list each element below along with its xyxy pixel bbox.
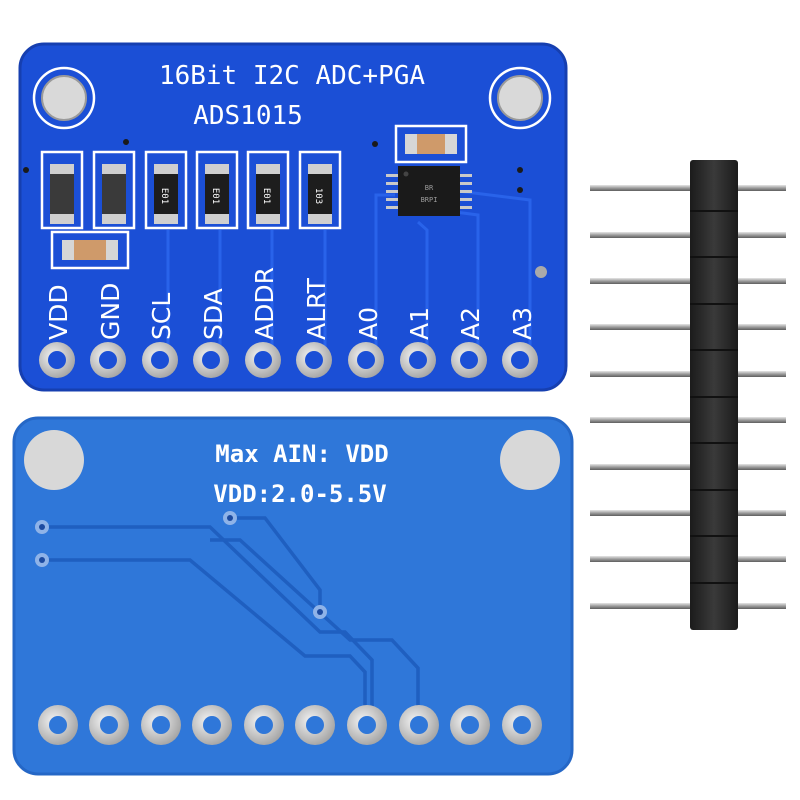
pad bbox=[89, 705, 129, 745]
pad bbox=[450, 705, 490, 745]
pad bbox=[90, 342, 126, 378]
pin-label-sda: SDA bbox=[199, 288, 228, 340]
header-pin bbox=[590, 185, 786, 191]
pin-label-gnd: GND bbox=[96, 283, 125, 340]
back-pads bbox=[38, 705, 542, 745]
resistor: E01 bbox=[144, 150, 188, 230]
header-pin bbox=[590, 464, 786, 470]
resistor: E01 bbox=[195, 150, 239, 230]
pad bbox=[296, 342, 332, 378]
pin-label-scl: SCL bbox=[147, 293, 176, 340]
pad bbox=[399, 705, 439, 745]
pad bbox=[39, 342, 75, 378]
back-pcb bbox=[14, 418, 572, 774]
front-traces bbox=[166, 188, 532, 352]
board-title: 16Bit I2C ADC+PGA bbox=[159, 61, 425, 91]
pin-label-a3: A3 bbox=[508, 307, 537, 340]
via bbox=[23, 139, 547, 278]
pin-label-a0: A0 bbox=[354, 307, 383, 340]
chip-mark: BRPI bbox=[421, 196, 438, 204]
pad bbox=[400, 342, 436, 378]
pad bbox=[192, 705, 232, 745]
pin-label-addr: ADDR bbox=[250, 267, 279, 340]
back-board: Max AIN: VDD VDD:2.0-5.5V bbox=[12, 416, 574, 776]
smd-part bbox=[40, 150, 84, 230]
part-number: ADS1015 bbox=[193, 101, 303, 131]
pad bbox=[502, 705, 542, 745]
smd-part bbox=[92, 150, 136, 230]
resistor-mark: E01 bbox=[261, 188, 271, 204]
resistor-mark: 103 bbox=[313, 188, 323, 204]
header-pin bbox=[590, 278, 786, 284]
header-pin bbox=[590, 603, 786, 609]
resistor: E01 bbox=[246, 150, 290, 230]
pad bbox=[193, 342, 229, 378]
back-traces bbox=[42, 516, 420, 714]
pad bbox=[451, 342, 487, 378]
resistor: 103 bbox=[298, 150, 342, 230]
pin-label-vdd: VDD bbox=[44, 284, 73, 340]
vdd-range-note: VDD:2.0-5.5V bbox=[213, 480, 386, 508]
pin-label-alrt: ALRT bbox=[302, 277, 331, 340]
adc-chip: BR BRPI bbox=[386, 166, 472, 216]
pad bbox=[502, 342, 538, 378]
pad bbox=[295, 705, 335, 745]
pin-labels: VDD GND SCL SDA ADDR ALRT A0 A1 A2 A3 bbox=[44, 267, 537, 340]
header-pin bbox=[590, 324, 786, 330]
capacitor bbox=[394, 124, 468, 164]
mounting-hole bbox=[32, 66, 96, 130]
front-pcb bbox=[20, 44, 566, 390]
mounting-hole bbox=[24, 430, 84, 490]
pin-header bbox=[590, 160, 786, 630]
pad bbox=[142, 342, 178, 378]
header-pin bbox=[590, 417, 786, 423]
pad bbox=[348, 342, 384, 378]
resistor-mark: E01 bbox=[210, 188, 220, 204]
pin-label-a2: A2 bbox=[456, 307, 485, 340]
header-pin bbox=[590, 510, 786, 516]
front-board: 16Bit I2C ADC+PGA ADS1015 bbox=[18, 42, 568, 392]
capacitor bbox=[50, 230, 130, 270]
max-ain-note: Max AIN: VDD bbox=[215, 440, 388, 468]
header-plastic bbox=[690, 160, 738, 630]
resistor-mark: E01 bbox=[159, 188, 169, 204]
pad bbox=[244, 705, 284, 745]
pad bbox=[38, 705, 78, 745]
header-pin bbox=[590, 371, 786, 377]
header-pin bbox=[590, 232, 786, 238]
pin-label-a1: A1 bbox=[405, 307, 434, 340]
header-pins bbox=[590, 185, 786, 609]
front-pads bbox=[39, 342, 538, 378]
pad bbox=[141, 705, 181, 745]
pad bbox=[347, 705, 387, 745]
header-pin bbox=[590, 556, 786, 562]
mounting-hole bbox=[500, 430, 560, 490]
pad bbox=[245, 342, 281, 378]
chip-mark: BR bbox=[425, 184, 434, 192]
mounting-hole bbox=[488, 66, 552, 130]
